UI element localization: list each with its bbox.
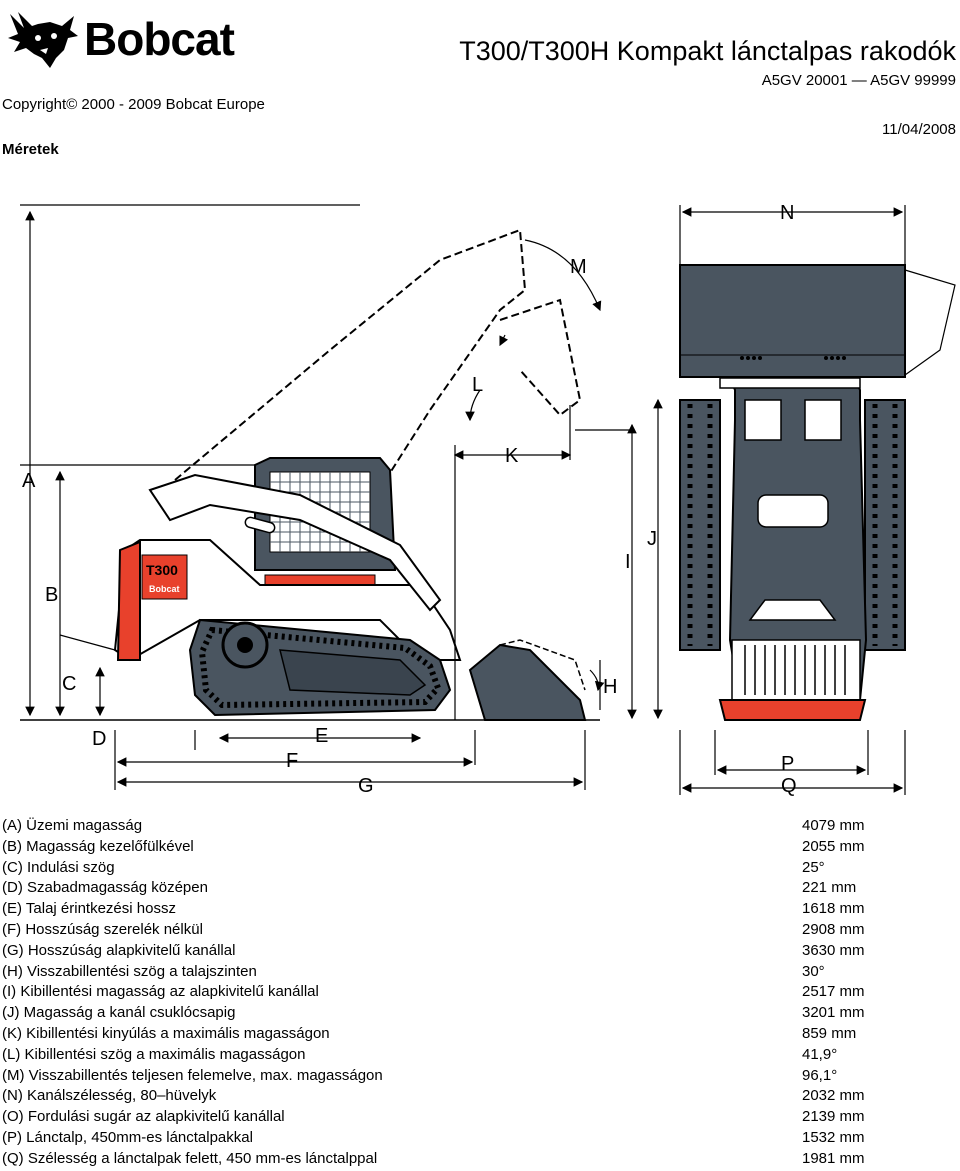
dim-label-i: I	[625, 551, 631, 573]
dim-label-j: J	[647, 528, 657, 550]
front-dimension-lines	[679, 205, 956, 795]
spec-label: (G) Hosszúság alapkivitelű kanállal	[2, 941, 236, 959]
spec-row: (F) Hosszúság szerelék nélkül 2908 mm	[2, 920, 882, 941]
spec-value: 2517 mm	[802, 983, 865, 1001]
spec-row: (M) Visszabillentés teljesen felemelve, …	[2, 1066, 882, 1087]
dim-label-f: F	[286, 750, 298, 772]
spec-value: 1981 mm	[802, 1149, 865, 1167]
spec-label: (L) Kibillentési szög a maximális magass…	[2, 1045, 306, 1063]
spec-row: (O) Fordulási sugár az alapkivitelű kaná…	[2, 1107, 882, 1128]
spec-row: (G) Hosszúság alapkivitelű kanállal 3630 …	[2, 941, 882, 962]
spec-label: (J) Magasság a kanál csuklócsapig	[2, 1004, 236, 1022]
spec-label: (P) Lánctalp, 450mm-es lánctalpakkal	[2, 1128, 253, 1146]
spec-value: 2055 mm	[802, 837, 865, 855]
spec-row: (K) Kibillentési kinyúlás a maximális ma…	[2, 1024, 882, 1045]
spec-label: (I) Kibillentési magasság az alapkivitel…	[2, 983, 319, 1001]
machine-badge-label: Bobcat	[149, 584, 180, 594]
dim-label-q: Q	[781, 775, 797, 797]
spec-value: 25°	[802, 858, 825, 876]
spec-value: 4079 mm	[802, 817, 865, 834]
serial-range: A5GV 20001 — A5GV 99999	[761, 72, 956, 89]
spec-row: (H) Visszabillentési szög a talajszinten…	[2, 962, 882, 983]
dim-label-k: K	[505, 445, 519, 467]
spec-value: 2908 mm	[802, 920, 865, 938]
dim-label-h: H	[603, 676, 617, 698]
page-title: T300/T300H Kompakt lánctalpas rakodók	[459, 36, 956, 66]
machine-front-view	[679, 264, 906, 721]
raised-arm-outline	[174, 228, 582, 521]
spec-row: (Q) Szélesség a lánctalpak felett, 450 m…	[2, 1149, 882, 1170]
spec-list: (A) Üzemi magasság 4079 mm (B) Magasság k…	[2, 816, 882, 1170]
spec-value: 41,9°	[802, 1045, 838, 1063]
machine-side-view: T300 Bobcat	[113, 457, 587, 721]
spec-value: 96,1°	[802, 1066, 838, 1084]
bobcat-head-icon	[8, 12, 78, 68]
spec-row: (C) Indulási szög 25°	[2, 858, 882, 879]
spec-label: (D) Szabadmagasság középen	[2, 879, 208, 897]
spec-label: (C) Indulási szög	[2, 858, 115, 876]
copyright-text: Copyright© 2000 - 2009 Bobcat Europe	[2, 96, 265, 113]
spec-row: (A) Üzemi magasság 4079 mm	[2, 816, 882, 837]
dim-label-g: G	[358, 775, 374, 797]
spec-value: 3630 mm	[802, 941, 865, 959]
spec-label: (B) Magasság kezelőfülkével	[2, 837, 194, 855]
side-dimension-lines	[20, 204, 663, 790]
dim-label-l: L	[472, 374, 483, 396]
spec-value: 3201 mm	[802, 1004, 865, 1022]
spec-value: 2032 mm	[802, 1087, 865, 1105]
section-heading: Méretek	[2, 141, 59, 158]
spec-row: (P) Lánctalp, 450mm-es lánctalpakkal 1532…	[2, 1128, 882, 1149]
dim-label-m: M	[570, 256, 587, 278]
spec-label: (M) Visszabillentés teljesen felemelve, …	[2, 1066, 383, 1084]
spec-row: (J) Magasság a kanál csuklócsapig 3201 mm	[2, 1003, 882, 1024]
dim-label-n: N	[780, 202, 794, 224]
spec-value: 2139 mm	[802, 1108, 865, 1126]
spec-label: (H) Visszabillentési szög a talajszinten	[2, 962, 257, 980]
dim-label-c: C	[62, 673, 76, 695]
dim-label-p: P	[781, 753, 794, 775]
spec-value: 1618 mm	[802, 900, 865, 918]
spec-label: (Q) Szélesség a lánctalpak felett, 450 m…	[2, 1149, 378, 1167]
dim-label-e: E	[315, 725, 328, 747]
spec-row: (L) Kibillentési szög a maximális magass…	[2, 1045, 882, 1066]
bobcat-logo: Bobcat	[4, 6, 254, 72]
spec-row: (E) Talaj érintkezési hossz 1618 mm	[2, 899, 882, 920]
spec-label: (O) Fordulási sugár az alapkivitelű kaná…	[2, 1108, 285, 1126]
spec-row: (B) Magasság kezelőfülkével 2055 mm	[2, 837, 882, 858]
dim-label-a: A	[22, 470, 36, 492]
spec-value: 1532 mm	[802, 1128, 865, 1146]
brand-wordmark: Bobcat	[84, 13, 235, 65]
dimension-diagram: T300 Bobcat	[20, 202, 956, 797]
dim-label-d: D	[92, 728, 106, 750]
machine-model-label: T300	[146, 562, 178, 578]
spec-row: (I) Kibillentési magasság az alapkivitel…	[2, 982, 882, 1003]
spec-value: 30°	[802, 962, 825, 980]
spec-label: (A) Üzemi magasság	[2, 817, 143, 834]
document-date: 11/04/2008	[882, 121, 956, 138]
spec-value: 221 mm	[802, 879, 857, 897]
spec-label: (E) Talaj érintkezési hossz	[2, 900, 176, 918]
spec-label: (N) Kanálszélesség, 80–hüvelyk	[2, 1087, 217, 1105]
spec-row: (D) Szabadmagasság középen 221 mm	[2, 878, 882, 899]
spec-label: (F) Hosszúság szerelék nélkül	[2, 920, 203, 938]
spec-row: (N) Kanálszélesség, 80–hüvelyk 2032 mm	[2, 1086, 882, 1107]
spec-value: 859 mm	[802, 1024, 857, 1042]
dim-label-b: B	[45, 584, 58, 606]
spec-label: (K) Kibillentési kinyúlás a maximális ma…	[2, 1024, 330, 1042]
